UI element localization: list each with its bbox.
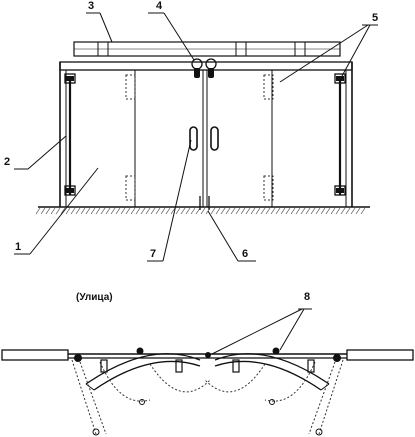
floor-hatch-line — [355, 207, 361, 215]
floor-line — [35, 206, 370, 215]
floor-hatch-line — [325, 207, 331, 215]
floor-hatch-line — [115, 207, 121, 215]
floor-hatch-line — [215, 207, 221, 215]
floor-hatch-line — [265, 207, 271, 215]
floor-hatch-line — [245, 207, 251, 215]
curved-guide-rails — [85, 353, 330, 391]
floor-hatch-line — [90, 207, 96, 215]
floor-hatch-line — [40, 207, 46, 215]
floor-hatch-line — [225, 207, 231, 215]
label-numbers: 1 2 3 4 5 6 7 — [4, 0, 378, 260]
floor-hatch-line — [295, 207, 301, 215]
floor-hatch-line — [145, 207, 151, 215]
floor-hatch-line — [170, 207, 176, 215]
floor-hatch-line — [330, 207, 336, 215]
floor-hatch-line — [220, 207, 226, 215]
floor-hatch-line — [135, 207, 141, 215]
floor-hatch-line — [65, 207, 71, 215]
elevation-view: 1 2 3 4 5 6 7 — [4, 0, 378, 262]
floor-hatch-line — [275, 207, 281, 215]
floor-hatch-line — [45, 207, 51, 215]
floor-hatch-line — [80, 207, 86, 215]
floor-hatch-line — [110, 207, 116, 215]
floor-hatch-line — [55, 207, 61, 215]
floor-hatch-line — [50, 207, 56, 215]
floor-hatch-line — [105, 207, 111, 215]
top-rail — [73, 41, 341, 57]
floor-hatch-line — [125, 207, 131, 215]
floor-hatch-line — [165, 207, 171, 215]
floor-hatch-line — [85, 207, 91, 215]
side-guide-rod — [64, 73, 346, 196]
floor-hatch-line — [270, 207, 276, 215]
floor-hatch-line — [60, 207, 66, 215]
floor-bolt — [199, 196, 210, 210]
plan-pivot-hardware — [74, 347, 341, 436]
plan-caption: (Улица) — [76, 292, 113, 303]
floor-hatch-line — [195, 207, 201, 215]
plan-leader-8: 8 — [211, 291, 312, 355]
top-pivot-locks — [191, 58, 217, 78]
floor-hatch-line — [315, 207, 321, 215]
leader-lines — [14, 12, 378, 262]
floor-hatch-line — [235, 207, 241, 215]
floor-hatch-line — [155, 207, 161, 215]
floor-hatch-line — [260, 207, 266, 215]
floor-hatch-line — [345, 207, 351, 215]
floor-hatch-line — [75, 207, 81, 215]
label-1: 1 — [15, 241, 21, 253]
door-handles — [189, 126, 219, 151]
label-5: 5 — [372, 12, 378, 24]
floor-hatch-line — [70, 207, 76, 215]
floor-hatch-line — [255, 207, 261, 215]
label-6: 6 — [242, 248, 248, 260]
floor-hatch-line — [150, 207, 156, 215]
floor-hatch-line — [250, 207, 256, 215]
label-7: 7 — [150, 248, 156, 260]
floor-hatch-line — [285, 207, 291, 215]
door-frame — [59, 61, 353, 207]
floor-hatch-line — [140, 207, 146, 215]
floor-hatch-line — [180, 207, 186, 215]
label-3: 3 — [88, 0, 94, 12]
floor-hatch-line — [100, 207, 106, 215]
label-4: 4 — [156, 0, 163, 12]
floor-hatch-line — [310, 207, 316, 215]
floor-hatch-line — [240, 207, 246, 215]
floor-hatch-line — [350, 207, 356, 215]
door-leaves — [134, 70, 273, 207]
label-2: 2 — [4, 156, 10, 168]
floor-hatch-line — [340, 207, 346, 215]
floor-hatch-line — [305, 207, 311, 215]
floor-hatch-line — [280, 207, 286, 215]
floor-hatch-line — [230, 207, 236, 215]
floor-hatch-line — [360, 207, 366, 215]
floor-hatch-line — [130, 207, 136, 215]
plan-view: (Улица) — [1, 291, 414, 436]
floor-hatch-line — [190, 207, 196, 215]
label-8: 8 — [304, 291, 310, 303]
open-leaf-positions — [71, 359, 344, 435]
floor-hatch-line — [300, 207, 306, 215]
floor-hatch-line — [175, 207, 181, 215]
hidden-pivot-boxes — [125, 74, 274, 201]
floor-hatch-line — [320, 207, 326, 215]
floor-hatch-line — [200, 207, 206, 215]
floor-hatch-line — [35, 207, 41, 215]
floor-hatch-line — [160, 207, 166, 215]
floor-hatch-line — [210, 207, 216, 215]
floor-hatch-line — [290, 207, 296, 215]
floor-hatch-line — [95, 207, 101, 215]
floor-hatch-line — [185, 207, 191, 215]
floor-hatch-line — [120, 207, 126, 215]
floor-hatch-line — [335, 207, 341, 215]
